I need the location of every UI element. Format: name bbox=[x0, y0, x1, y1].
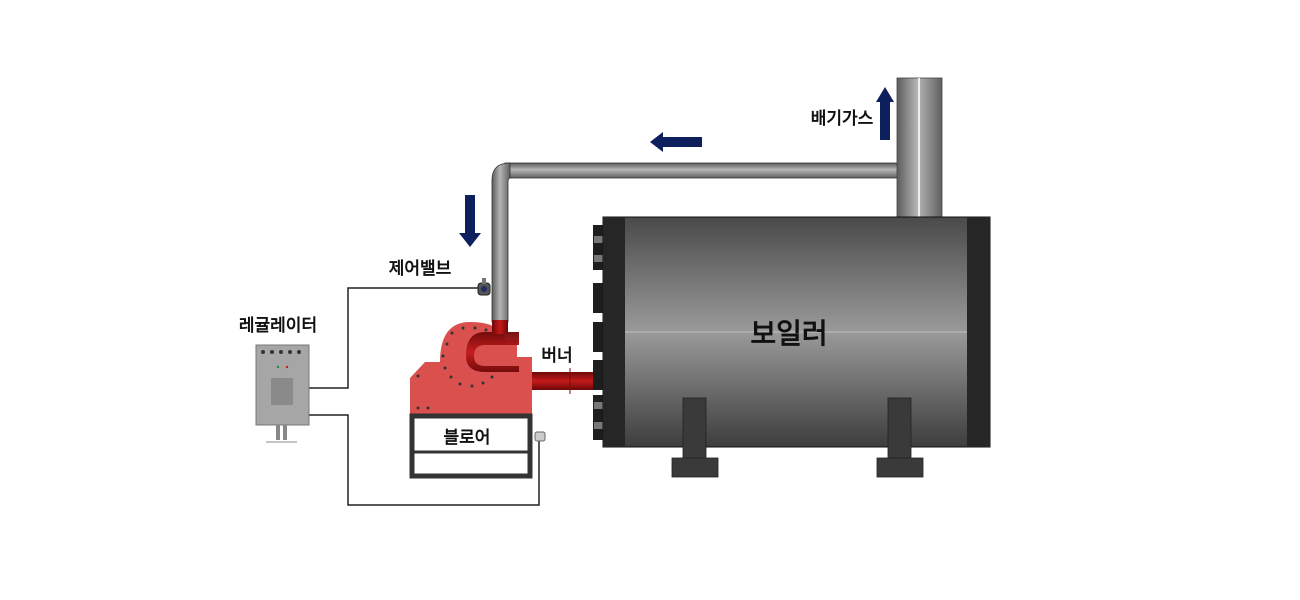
wire-to-blower bbox=[309, 414, 540, 506]
flow-arrows bbox=[459, 87, 894, 247]
control-wires bbox=[309, 287, 540, 506]
label-burner: 버너 bbox=[541, 346, 572, 366]
blower-unit[interactable] bbox=[409, 320, 546, 479]
exhaust-pipe bbox=[491, 77, 943, 323]
label-exhaust-gas: 배기가스 bbox=[811, 109, 874, 129]
label-boiler: 보일러 bbox=[750, 317, 827, 350]
wire-to-valve bbox=[309, 287, 478, 389]
arrow-left-icon bbox=[650, 132, 702, 152]
label-control-valve: 제어밸브 bbox=[389, 259, 452, 279]
burner-pipe bbox=[532, 372, 604, 390]
sensor-icon bbox=[534, 431, 546, 442]
regulator-panel[interactable] bbox=[255, 344, 310, 443]
arrow-down-icon bbox=[459, 195, 481, 247]
arrow-up-icon bbox=[876, 87, 894, 140]
label-blower: 블로어 bbox=[444, 428, 491, 448]
label-regulator: 레귤레이터 bbox=[239, 316, 317, 336]
control-valve-icon[interactable] bbox=[477, 278, 491, 296]
boiler[interactable] bbox=[593, 216, 991, 478]
